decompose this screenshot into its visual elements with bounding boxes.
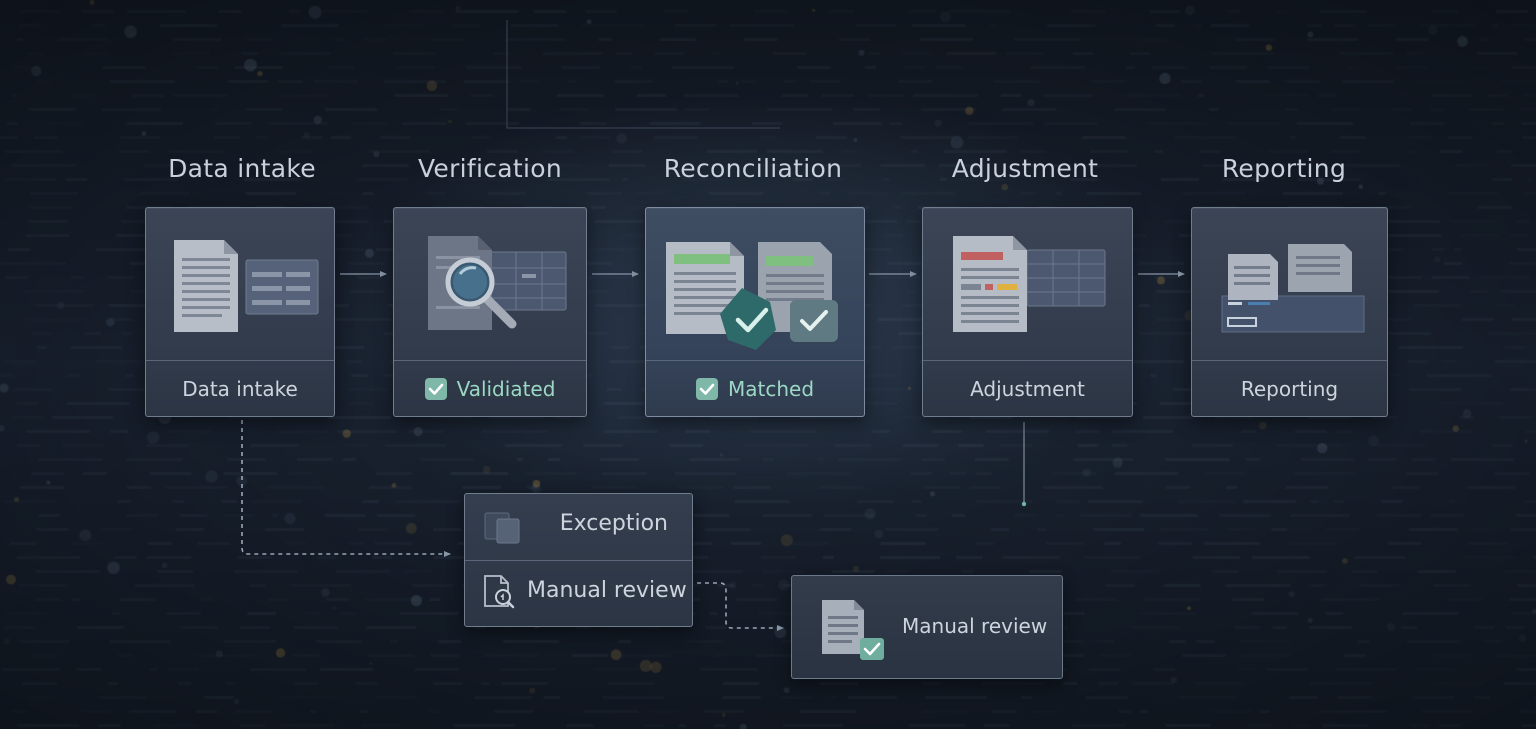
manual-review-row: Manual review	[465, 561, 692, 627]
document-stack-icon	[174, 240, 319, 332]
stage-card-reconciliation[interactable]: Matched	[645, 207, 865, 417]
manual-review-box[interactable]: Manual review	[791, 575, 1063, 679]
adjusted-document-icon	[953, 236, 1106, 332]
stage-footer-label: Data intake	[182, 376, 298, 401]
check-icon	[424, 377, 447, 400]
approved-document-icon	[818, 598, 890, 666]
stage-card-verification[interactable]: Validiated	[393, 207, 587, 417]
stage-card-data-intake[interactable]: Data intake	[145, 207, 335, 417]
stage-title-verification: Verification	[417, 154, 563, 183]
card-illustration	[923, 208, 1132, 361]
report-stack-icon	[1221, 244, 1365, 333]
exception-box[interactable]: Exception Manual review	[464, 493, 693, 627]
card-illustration	[1192, 208, 1387, 361]
card-footer: Data intake	[146, 361, 334, 416]
card-illustration	[646, 208, 864, 361]
card-footer: Matched	[646, 361, 864, 416]
stage-title-data-intake: Data intake	[168, 154, 316, 183]
exception-subtitle: Manual review	[527, 578, 687, 603]
stage-card-adjustment[interactable]: Adjustment	[922, 207, 1133, 417]
card-illustration	[146, 208, 334, 361]
exception-row: Exception	[465, 494, 692, 561]
stage-footer-label: Matched	[727, 376, 815, 401]
magnifier-document-icon	[428, 236, 567, 330]
exception-title: Exception	[559, 511, 668, 536]
check-icon	[695, 377, 718, 400]
stage-footer-label: Reporting	[1240, 376, 1339, 401]
card-footer: Adjustment	[923, 361, 1132, 416]
stage-title-adjustment: Adjustment	[951, 154, 1099, 183]
stage-title-reporting: Reporting	[1221, 154, 1347, 183]
card-illustration	[394, 208, 586, 361]
matched-documents-icon	[666, 242, 838, 350]
stage-footer-label: Validiated	[456, 376, 556, 401]
manual-review-label: Manual review	[902, 614, 1048, 638]
document-search-icon	[481, 573, 517, 617]
stage-card-reporting[interactable]: Reporting	[1191, 207, 1388, 417]
card-footer: Reporting	[1192, 361, 1387, 416]
stage-footer-label: Adjustment	[970, 376, 1085, 401]
exception-docs-icon	[481, 511, 527, 551]
stage-title-reconciliation: Reconciliation	[663, 154, 843, 183]
card-footer: Validiated	[394, 361, 586, 416]
